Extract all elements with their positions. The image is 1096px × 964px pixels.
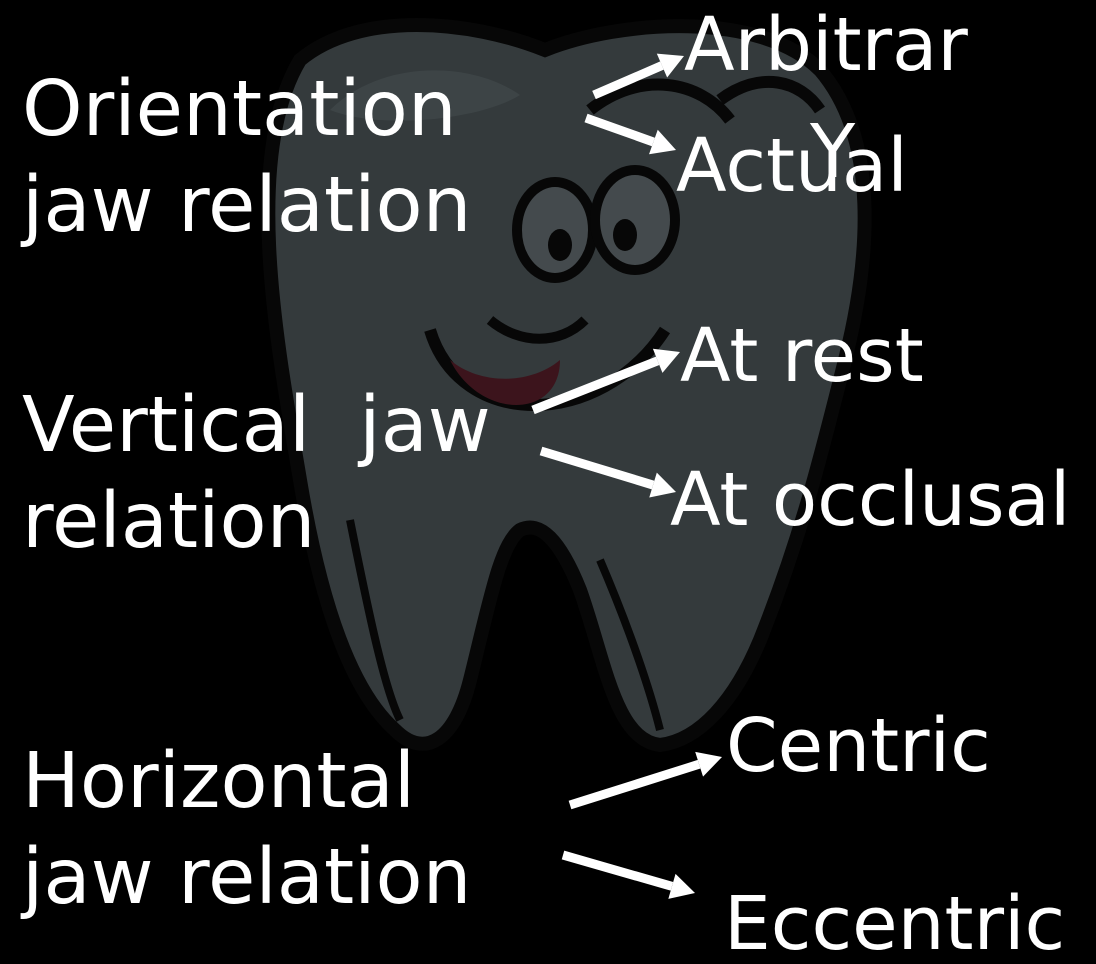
vertical-target-2-label: At occlusal [670, 457, 1071, 543]
arrow-orientation-actual [584, 113, 676, 155]
arrow-horizontal-eccentric [561, 850, 695, 899]
orientation-line1-label: Orientation [22, 65, 457, 154]
arrow-vertical-at-occlusal [539, 446, 676, 498]
horizontal-line2-label: jaw relation [22, 833, 472, 922]
horizontal-target-2-label: Eccentric [724, 881, 1066, 964]
vertical-line2-label: relation [22, 477, 316, 566]
orientation-line2-label: jaw relation [22, 161, 472, 250]
horizontal-target-1-label: Centric [726, 703, 991, 789]
orientation-target-2-label: Actual [676, 123, 908, 209]
vertical-target-1-label: At rest [680, 313, 924, 399]
vertical-line1-label: Vertical jaw [22, 381, 491, 470]
overlay-glyph-label: Y [810, 109, 856, 195]
arrow-vertical-at-rest [531, 348, 680, 415]
horizontal-line1-label: Horizontal [22, 737, 416, 826]
arrow-horizontal-centric [568, 751, 722, 810]
arrow-orientation-arbitrar [592, 53, 684, 100]
orientation-target-1-label: Arbitrar [684, 2, 968, 88]
